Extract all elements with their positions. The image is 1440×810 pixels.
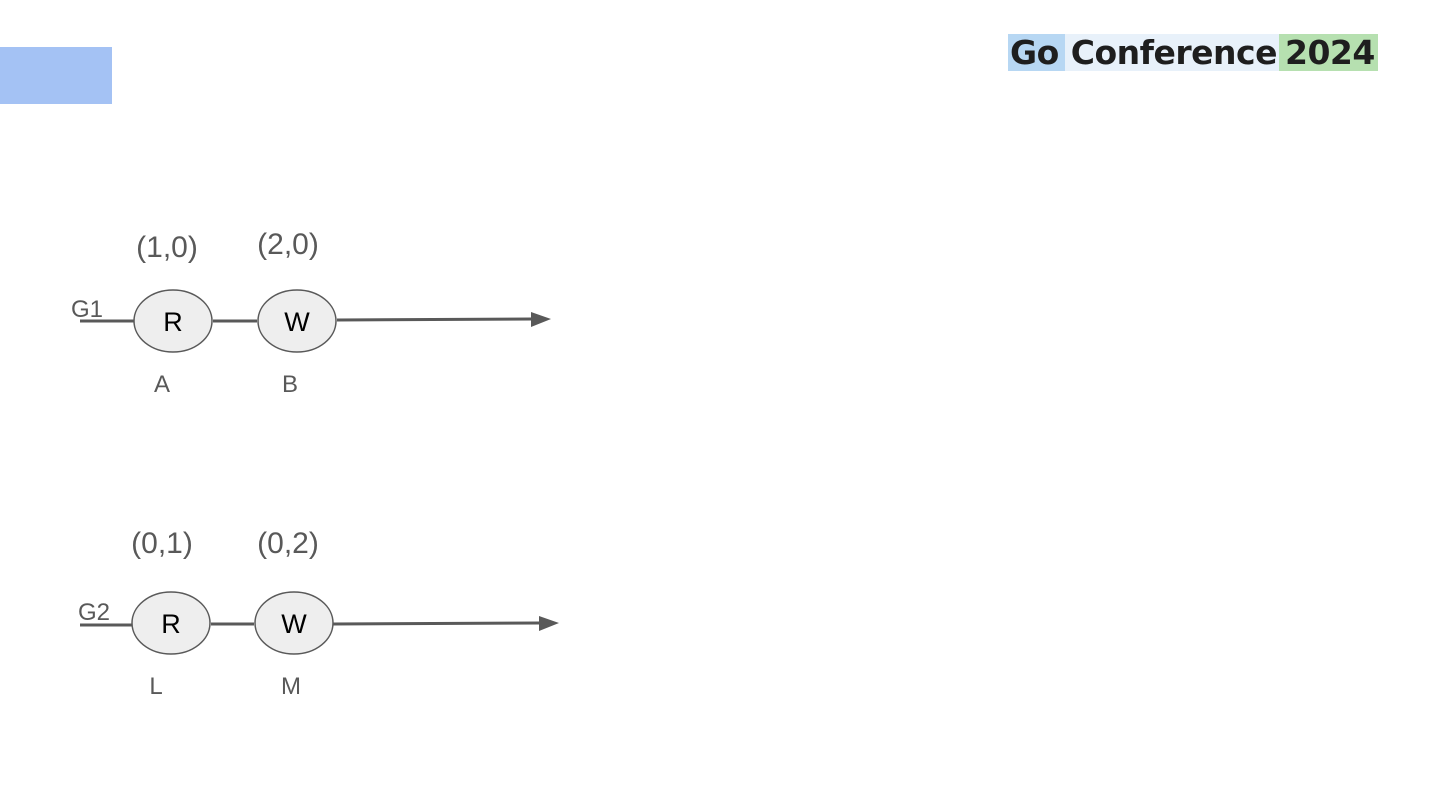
- timeline-arrowhead: [539, 616, 559, 631]
- event-node-m: W (0,2) M: [254, 527, 334, 700]
- vector-clock-label: (1,0): [136, 231, 198, 264]
- vector-clock-label: (2,0): [257, 228, 319, 261]
- node-circle: [257, 289, 337, 353]
- node-name-label: B: [282, 371, 298, 398]
- node-name-label: A: [154, 371, 170, 398]
- conference-logo: Go Conference 2024: [1008, 34, 1378, 71]
- vector-clock-label: (0,1): [131, 527, 193, 560]
- node-op: R: [161, 609, 181, 639]
- timeline-arrowhead: [531, 312, 551, 327]
- event-node-a: R (1,0) A: [133, 231, 213, 398]
- event-node-l: R (0,1) L: [131, 527, 211, 700]
- node-op: R: [163, 307, 183, 337]
- goroutine-label-g1: G1: [71, 296, 103, 323]
- event-node-b: W (2,0) B: [257, 228, 337, 398]
- node-circle: [254, 591, 334, 655]
- logo-go: Go: [1008, 34, 1065, 71]
- node-op: W: [281, 609, 307, 639]
- timeline-arrow-line: [332, 621, 541, 626]
- timeline-g1: G1 R (1,0) A W (2,0) B: [71, 228, 551, 398]
- node-circle: [133, 289, 213, 353]
- node-name-label: M: [281, 673, 301, 700]
- logo-year: 2024: [1278, 34, 1378, 71]
- node-circle: [131, 591, 211, 655]
- vector-clock-label: (0,2): [257, 527, 319, 560]
- corner-accent-block: [0, 47, 112, 104]
- node-name-label: L: [149, 673, 162, 700]
- node-op: W: [284, 307, 310, 337]
- goroutine-label-g2: G2: [78, 599, 110, 626]
- timeline-g2: G2 R (0,1) L W (0,2) M: [78, 527, 559, 700]
- timeline-arrow-line: [336, 317, 533, 322]
- logo-conference: Conference: [1064, 34, 1279, 71]
